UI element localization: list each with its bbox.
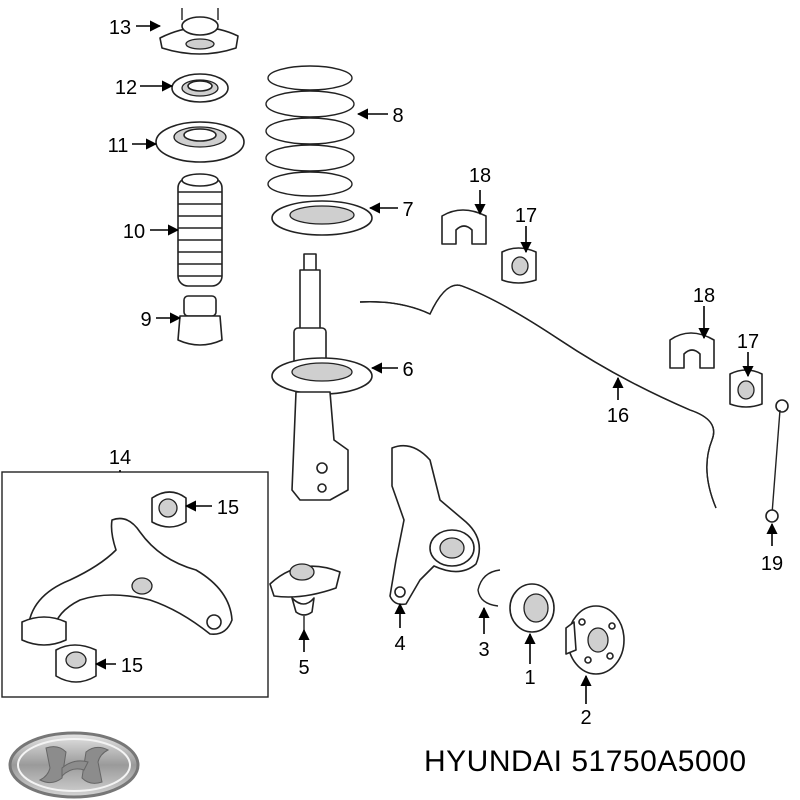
callout-18-right: 18: [693, 285, 715, 307]
part-15-bushing-upper: [151, 491, 187, 528]
part-10-dust-boot: [177, 173, 223, 287]
part-18-bracket-left: [441, 209, 487, 245]
part-3-snap-ring: [477, 569, 501, 607]
part-13-strut-mount: [159, 8, 239, 55]
part-12-strut-bearing: [171, 73, 229, 103]
part-5-ball-joint: [269, 563, 341, 630]
callout-2: 2: [580, 707, 591, 729]
part-2-wheel-hub: [565, 605, 625, 675]
part-1-wheel-bearing: [509, 583, 555, 633]
callout-17-right: 17: [737, 331, 759, 353]
part-15-bushing-lower: [55, 644, 97, 683]
strut-assembly: [271, 253, 373, 501]
callout-1: 1: [524, 667, 535, 689]
part-17-bushing-left: [501, 247, 537, 284]
callout-labels: 13 12 11 10 9 8 7 6 18 17 18 17 16 19 14…: [108, 17, 784, 729]
callout-19: 19: [761, 553, 783, 575]
callout-17-left: 17: [515, 205, 537, 227]
callout-4: 4: [394, 633, 405, 655]
callout-11: 11: [108, 135, 129, 157]
part-number-caption: HYUNDAI 51750A5000: [424, 745, 747, 778]
callout-12: 12: [115, 77, 137, 99]
part-17-bushing-right: [729, 369, 763, 408]
callout-16: 16: [607, 405, 629, 427]
callout-3: 3: [478, 639, 489, 661]
hyundai-logo: [8, 731, 140, 799]
part-11-upper-spring-seat: [155, 121, 245, 163]
callout-arrows: [94, 20, 778, 704]
callout-15-upper: 15: [217, 497, 239, 519]
part-arm-clamp: [21, 616, 67, 646]
callout-9: 9: [140, 309, 151, 331]
part-4-steering-knuckle: [389, 444, 481, 606]
callout-13: 13: [109, 17, 131, 39]
callout-5: 5: [298, 657, 309, 679]
callout-8: 8: [392, 105, 403, 127]
part-16-stabilizer-bar: [359, 284, 717, 509]
part-9-bump-stop: [177, 295, 223, 346]
part-18-bracket-right: [669, 332, 715, 369]
callout-18-left: 18: [469, 165, 491, 187]
callout-14: 14: [109, 447, 131, 469]
part-8-coil-spring: [265, 65, 355, 197]
callout-7: 7: [402, 199, 413, 221]
part-14-lower-arm-group: [1, 471, 269, 698]
callout-6: 6: [402, 359, 413, 381]
part-7-lower-spring-seat: [271, 200, 373, 236]
part-19-stabilizer-link: [765, 399, 789, 523]
callout-10: 10: [123, 221, 145, 243]
callout-15-lower: 15: [121, 655, 143, 677]
